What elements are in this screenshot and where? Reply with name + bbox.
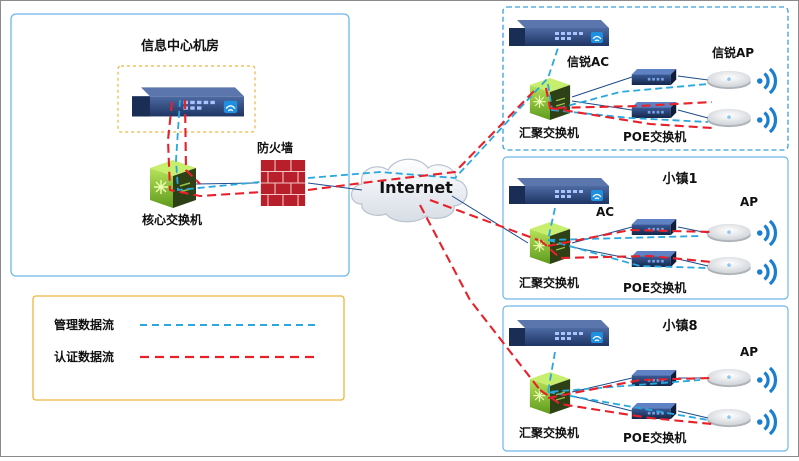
physical-links (195, 75, 709, 419)
legend-mgmt-label: 管理数据流 (54, 317, 114, 332)
legend-box (32, 295, 345, 401)
site2-ap-label: AP (740, 195, 758, 209)
site2-ap-bottom-icon (707, 256, 751, 276)
site2-poe-bottom-icon (631, 251, 677, 267)
site1-ac-label: 信锐AC (567, 54, 609, 69)
site2-ac-server-icon (508, 177, 610, 205)
site1-ap-label: 信锐AP (712, 45, 754, 60)
firewall-icon (260, 160, 306, 206)
datacenter-title: 信息中心机房 (141, 38, 219, 54)
site3-ap-bottom-icon (707, 408, 751, 428)
site1-poe-top-icon (631, 69, 677, 85)
site3-ac-server-icon (508, 319, 610, 347)
site2-poe-top-icon (631, 219, 677, 235)
site2-ap-top-icon (707, 223, 751, 243)
site3-ap-top-icon (707, 368, 751, 388)
site-box-3 (502, 305, 789, 452)
site3-title: 小镇8 (662, 318, 697, 334)
auth-flow-lines (166, 87, 713, 426)
site2-agg-label: 汇聚交换机 (519, 275, 579, 290)
site2-poe-label: POE交换机 (623, 280, 686, 295)
firewall-label: 防火墙 (257, 140, 293, 155)
legend-auth-label: 认证数据流 (54, 349, 114, 364)
site1-ap-bottom-icon (707, 108, 751, 128)
site3-ap-label: AP (740, 345, 758, 359)
site1-poe-label: POE交换机 (623, 129, 686, 144)
core-switch-icon (150, 160, 196, 208)
internet-label: Internet (379, 178, 453, 197)
site1-ap-top-icon (707, 70, 751, 90)
datacenter-controller-server-icon (132, 86, 244, 118)
site1-agg-label: 汇聚交换机 (519, 125, 579, 140)
site3-agg-label: 汇聚交换机 (519, 425, 579, 440)
datacenter-box (10, 13, 350, 277)
site3-poe-label: POE交换机 (623, 430, 686, 445)
site1-ac-server-icon (508, 19, 610, 47)
core-switch-label: 核心交换机 (142, 212, 202, 227)
site2-title: 小镇1 (662, 171, 697, 187)
site2-ac-label: AC (596, 205, 614, 219)
site-box-1 (502, 6, 789, 151)
